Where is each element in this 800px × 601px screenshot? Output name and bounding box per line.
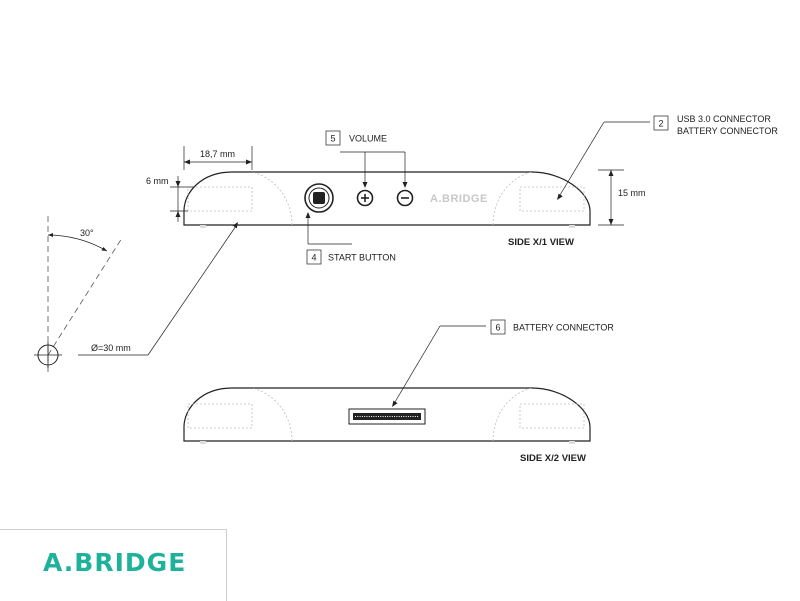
brand-logo: A.BRIDGE [43,548,187,577]
hidden-slot-left [187,186,253,212]
dimension-label-6: 6 mm [146,176,169,186]
callout-label-battery-connector: BATTERY CONNECTOR [513,323,614,333]
device-body-outline [183,171,591,226]
foot-right [569,225,575,228]
callout-usb-battery: 2 USB 3.0 CONNECTOR BATTERY CONNECTOR [557,114,778,200]
battery-connector-pins [353,413,421,420]
start-button-icon [313,192,325,204]
dimension-15: 15 mm [598,169,646,226]
callout-box-4 [306,249,322,265]
dimension-label-18-7: 18,7 mm [200,149,235,159]
callout-battery-connector: 6 BATTERY CONNECTOR [392,319,614,407]
foot-left [200,225,206,228]
device-side-1: A.BRIDGE [183,171,591,228]
callout-label-volume: VOLUME [349,134,387,144]
callout-box-5 [325,130,341,146]
callout-start-button: 4 START BUTTON [305,212,396,265]
hidden-curve-right [492,171,533,226]
device-watermark: A.BRIDGE [430,193,488,205]
diameter-label: Ø=30 mm [91,343,131,353]
callout-number-2: 2 [658,119,663,129]
device-side-2 [183,387,591,444]
brand-panel [0,529,227,601]
callout-box-2 [653,115,669,131]
angle-arc [47,234,108,252]
dimension-label-15: 15 mm [618,188,646,198]
callout-number-4: 4 [311,253,316,263]
callout-volume: 5 VOLUME [325,130,408,188]
callout-number-6: 6 [495,323,500,333]
hidden-slot-right [519,186,585,212]
angled-axis [47,237,123,356]
callout-label-battery: BATTERY CONNECTOR [677,126,778,136]
dimension-6: 6 mm [146,176,194,222]
dimension-18-7: 18,7 mm [183,146,253,170]
callout-box-6 [490,319,506,335]
hidden-curve-left [251,171,293,226]
angle-label: 30° [80,228,94,238]
angle-detail: 30° Ø=30 mm [34,216,238,372]
view-label-side-1: SIDE X/1 VIEW [508,237,574,248]
callout-label-usb: USB 3.0 CONNECTOR [677,114,771,124]
callout-number-5: 5 [330,134,335,144]
callout-label-start-button: START BUTTON [328,253,396,263]
view-label-side-2: SIDE X/2 VIEW [520,453,586,464]
